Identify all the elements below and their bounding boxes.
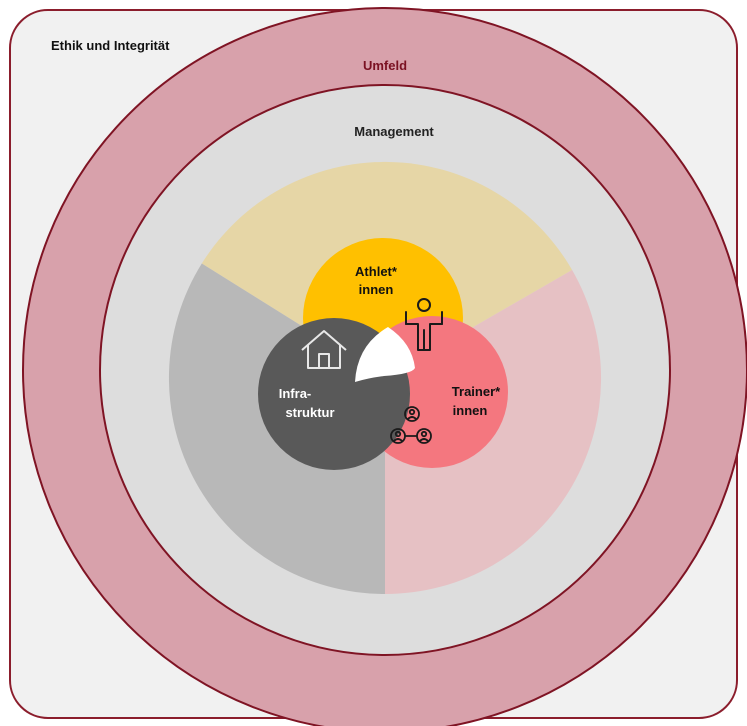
- infrastructure-label-line1: Infra-: [279, 386, 312, 401]
- frame-title: Ethik und Integrität: [51, 38, 170, 53]
- outer-ring-label: Umfeld: [363, 58, 407, 73]
- athletes-label-line1: Athlet*: [355, 264, 398, 279]
- inner-ring-label: Management: [354, 124, 434, 139]
- trainers-label-line2: innen: [453, 403, 488, 418]
- athletes-label-line2: innen: [359, 282, 394, 297]
- team-network-icon: [390, 406, 432, 444]
- infrastructure-label-line2: struktur: [285, 405, 334, 420]
- trainers-label-line1: Trainer*: [452, 384, 501, 399]
- center-overlap: [355, 327, 415, 382]
- house-icon: [301, 330, 347, 369]
- athlete-icon: [405, 298, 443, 351]
